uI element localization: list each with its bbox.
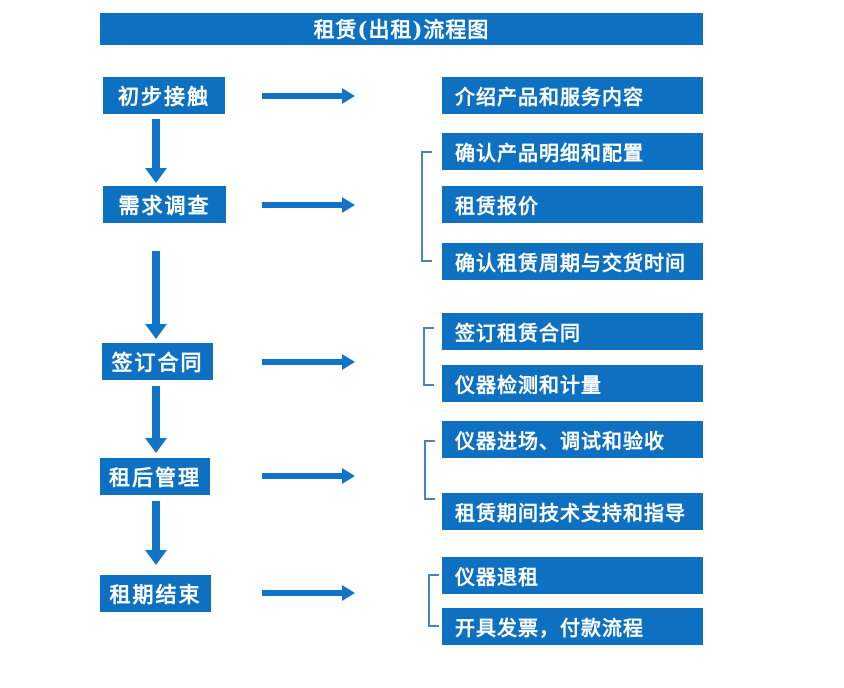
- step-post-rental-management: 租后管理: [100, 458, 210, 495]
- arrow-down-icon: [145, 501, 167, 565]
- detail-instrument-test-calibration: 仪器检测和计量: [442, 365, 703, 402]
- step-rental-end: 租期结束: [100, 575, 211, 612]
- group-bracket-icon: [423, 327, 434, 386]
- detail-confirm-period-delivery: 确认租赁周期与交货时间: [442, 243, 703, 280]
- step-initial-contact: 初步接触: [103, 77, 225, 114]
- flowchart-title: 租赁(出租)流程图: [100, 13, 703, 45]
- detail-confirm-product-config: 确认产品明细和配置: [442, 133, 703, 170]
- arrow-down-icon: [145, 119, 167, 183]
- group-bracket-icon: [421, 151, 432, 262]
- step-sign-contract: 签订合同: [102, 343, 213, 380]
- arrow-right-icon: [262, 195, 355, 215]
- detail-intro-product-service: 介绍产品和服务内容: [442, 77, 703, 114]
- detail-instrument-install-acceptance: 仪器进场、调试和验收: [442, 421, 703, 458]
- group-bracket-icon: [424, 440, 435, 500]
- detail-invoice-payment: 开具发票，付款流程: [442, 608, 703, 645]
- detail-instrument-return: 仪器退租: [442, 557, 703, 594]
- arrow-right-icon: [262, 466, 355, 486]
- detail-rental-tech-support: 租赁期间技术支持和指导: [442, 493, 703, 530]
- arrow-down-icon: [145, 386, 167, 453]
- arrow-right-icon: [262, 86, 355, 106]
- detail-rental-quote: 租赁报价: [442, 186, 703, 223]
- arrow-right-icon: [262, 583, 355, 603]
- arrow-down-icon: [145, 251, 167, 339]
- arrow-right-icon: [262, 352, 355, 372]
- group-bracket-icon: [428, 574, 439, 627]
- detail-sign-rental-contract: 签订租赁合同: [442, 313, 703, 350]
- step-demand-survey: 需求调查: [103, 186, 226, 223]
